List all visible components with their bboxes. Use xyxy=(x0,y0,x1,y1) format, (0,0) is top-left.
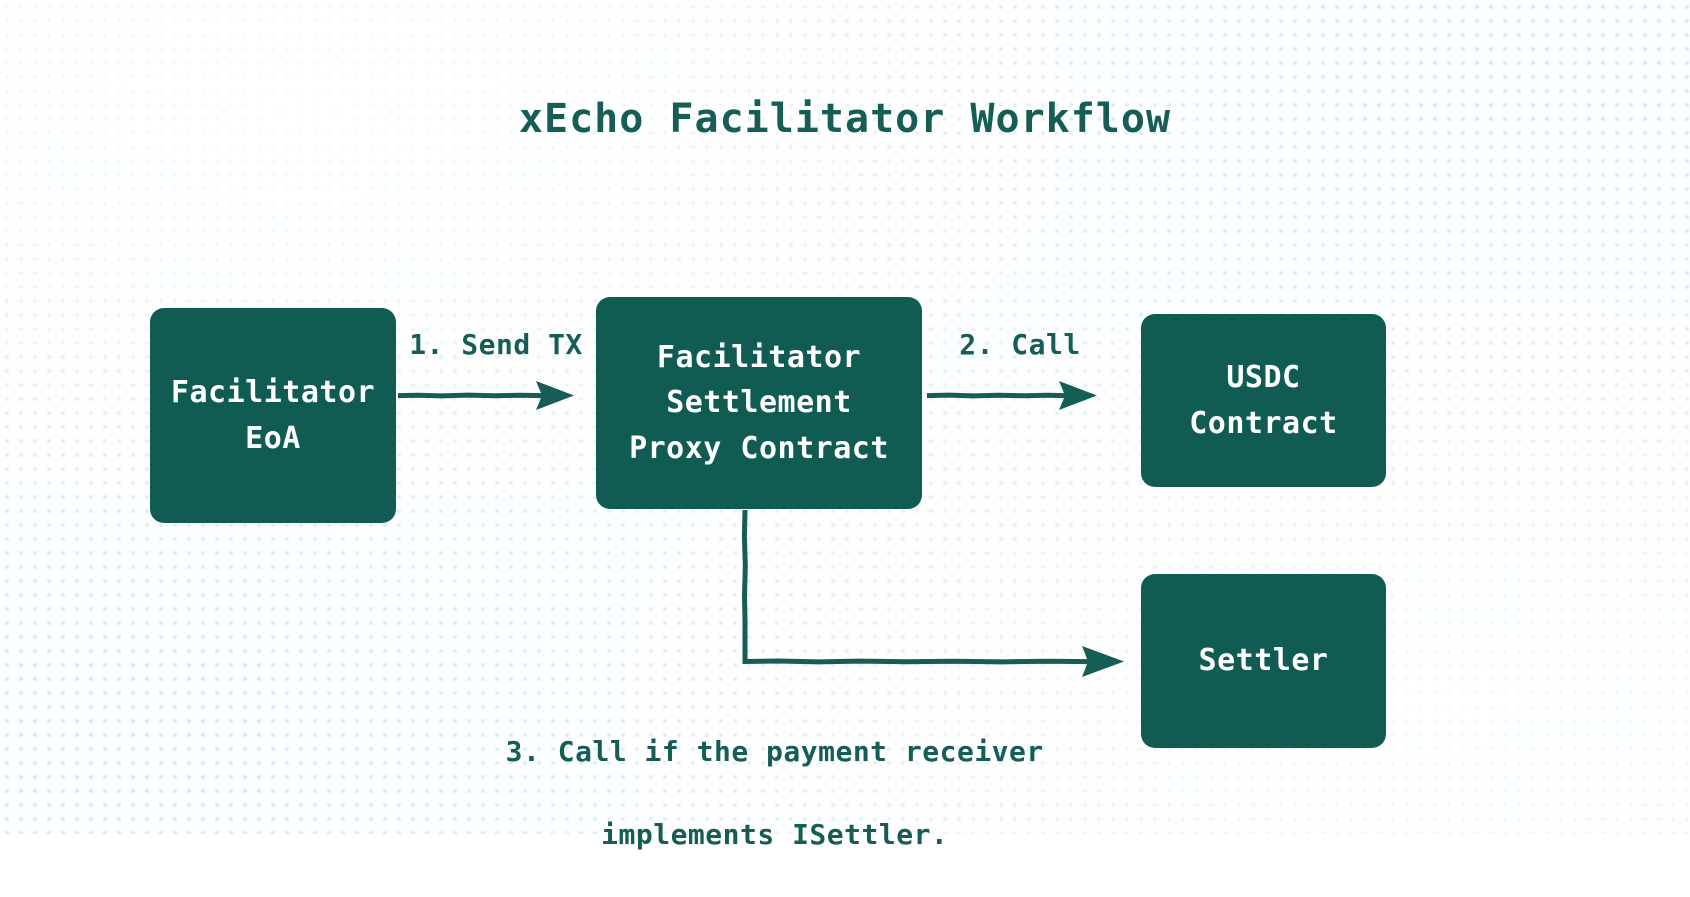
node-facilitator-settlement-proxy-contract[interactable]: Facilitator Settlement Proxy Contract xyxy=(596,297,922,509)
edge-arrow-3-to-settler xyxy=(741,509,1124,677)
edge-arrow-1-send-tx xyxy=(397,381,574,410)
edge-label-3-line-2: implements ISettler. xyxy=(601,818,949,852)
node-proxy-contract-line-2: Settlement xyxy=(666,385,852,421)
diagram-title: xEcho Facilitator Workflow xyxy=(518,96,1172,142)
node-usdc-contract[interactable]: USDC Contract xyxy=(1141,314,1386,487)
edge-arrow-2-call xyxy=(926,381,1097,410)
edge-label-send-tx: 1. Send TX xyxy=(409,328,583,361)
edge-label-call: 2. Call xyxy=(959,328,1081,361)
node-facilitator-eoa[interactable]: Facilitator EoA xyxy=(150,308,396,523)
diagram-canvas: xEcho Facilitator Workflow Facilitator E… xyxy=(0,0,1690,851)
node-facilitator-eoa-line-1: Facilitator xyxy=(170,374,376,410)
node-facilitator-eoa-line-2: EoA xyxy=(245,420,301,456)
node-usdc-contract-line-1: USDC xyxy=(1226,359,1301,395)
node-proxy-contract-line-3: Proxy Contract xyxy=(629,430,889,466)
node-proxy-contract-line-1: Facilitator xyxy=(656,339,862,375)
edge-label-3-line-1: 3. Call if the payment receiver xyxy=(505,735,1044,769)
node-usdc-contract-line-2: Contract xyxy=(1189,405,1338,441)
node-settler[interactable]: Settler xyxy=(1141,574,1386,748)
edge-label-call-if-receiver-implements-isettler: 3. Call if the payment receiver implemen… xyxy=(430,690,1050,897)
node-settler-line-1: Settler xyxy=(1198,643,1329,679)
